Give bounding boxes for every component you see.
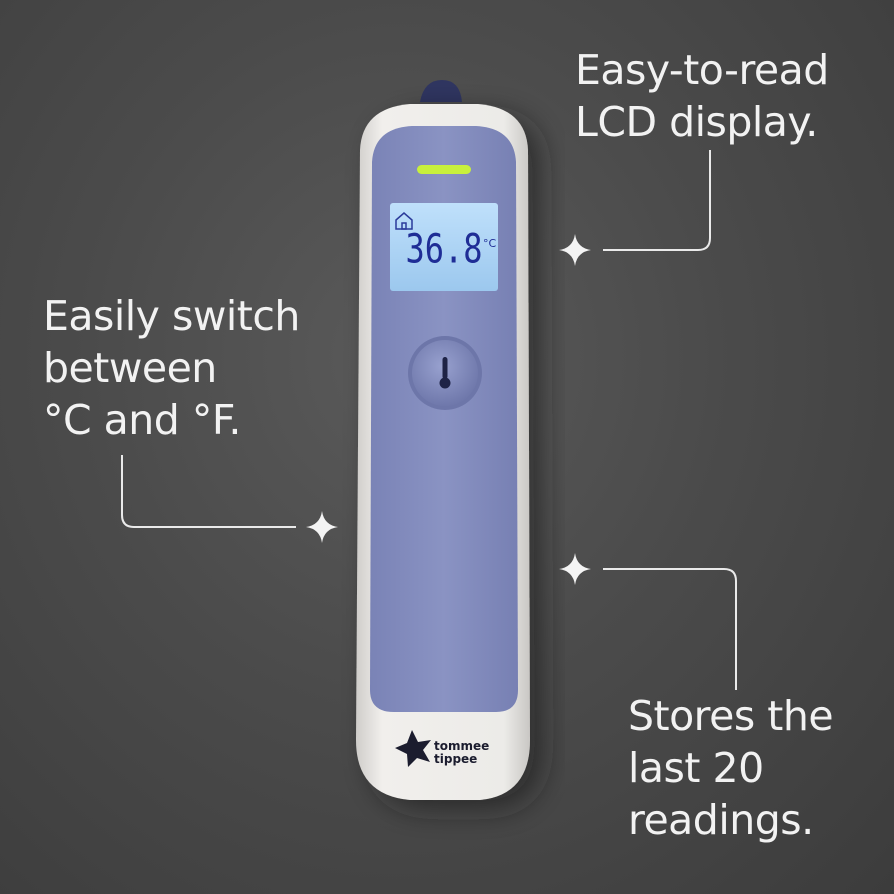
brand-logo: tommee tippee (395, 730, 489, 767)
connector-memory (603, 568, 737, 690)
connector-switch (121, 455, 296, 528)
sparkle-icon (559, 553, 591, 585)
callout-line: Stores the (628, 692, 834, 740)
callout-line: Easy-to-read (575, 46, 829, 94)
brand-name-line1: tommee (434, 739, 489, 753)
status-indicator-light (417, 165, 471, 174)
thermometer-button-icon (439, 357, 451, 389)
callout-lcd-display: Easy-to-read LCD display. (575, 44, 829, 148)
callout-line: Easily switch (43, 292, 300, 340)
connector-display (603, 150, 711, 251)
sparkle-icon (306, 511, 338, 543)
measure-button[interactable] (408, 336, 482, 410)
sparkle-icon (559, 234, 591, 266)
callout-memory: Stores the last 20 readings. (628, 690, 834, 846)
brand-star-icon (395, 730, 431, 767)
lcd-screen (390, 203, 498, 291)
callout-line: last 20 (628, 744, 764, 792)
callout-line: °C and °F. (43, 396, 241, 444)
probe-tip (420, 80, 462, 102)
brand-name-line2: tippee (434, 752, 477, 766)
lcd-reading: 36.8 (405, 225, 482, 272)
callout-unit-switch: Easily switch between °C and °F. (43, 290, 300, 446)
home-icon (395, 212, 413, 230)
callout-line: readings. (628, 796, 814, 844)
callout-line: LCD display. (575, 98, 818, 146)
callout-line: between (43, 344, 217, 392)
lcd-unit: °C (483, 237, 497, 250)
